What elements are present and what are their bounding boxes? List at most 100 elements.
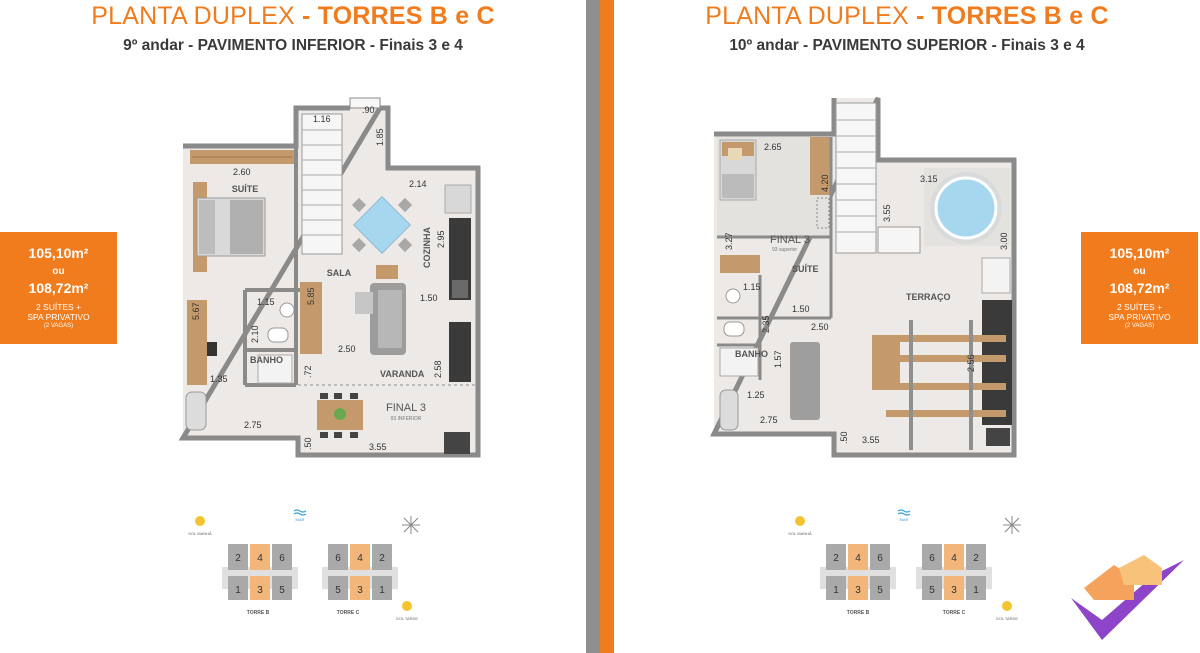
sea-icon-upper — [897, 509, 911, 516]
lower-floor-plan: SUÍTE SALA COZINHA BANHO VARANDA FINAL 3… — [178, 97, 481, 621]
tower-b-diagram: 2 4 6 1 3 5 TORRE B — [222, 544, 298, 616]
dimensions-upper: 2.65 4.20 3.15 3.55 3.27 3.00 1.15 1.50 … — [724, 142, 1009, 445]
lower-floor-panel: PLANTA DUPLEX - TORRES B e C 9º andar - … — [0, 0, 586, 653]
dimensions: .90 1.16 1.85 2.60 2.14 2.95 1.15 5.85 1… — [191, 105, 446, 452]
sea-label-upper: MAR — [900, 517, 909, 522]
sun-morning-label: SOL MANHÃ — [188, 531, 212, 536]
area-value-2-upper: 108,72m² — [1109, 280, 1170, 296]
unit-b2: 2 — [235, 553, 241, 564]
tower-c-label-upper: TORRE C — [943, 610, 966, 616]
unit-b2-upper: 2 — [833, 553, 839, 564]
dim-115: 1.15 — [257, 297, 275, 307]
unit-b3: 3 — [257, 585, 263, 596]
unit-c2-upper: 2 — [973, 553, 979, 564]
unit-b6-upper: 6 — [877, 553, 883, 564]
dining-table — [351, 196, 413, 254]
title-bold: - TORRES B e C — [294, 2, 495, 30]
side-table — [376, 265, 398, 279]
floor-area — [183, 108, 478, 455]
terrace-counter — [981, 257, 1012, 446]
dim-115-upper: 1.15 — [743, 282, 761, 292]
dim-275-upper: 2.75 — [760, 415, 778, 425]
tower-c-diagram-upper: 6 4 2 5 3 1 TORRE C — [916, 544, 992, 616]
area-or: ou — [52, 266, 65, 277]
tower-c-diagram: 6 4 2 5 3 1 TORRE C — [322, 544, 398, 616]
title-light: PLANTA DUPLEX — [91, 2, 295, 30]
key-plan-upper: SOL MANHÃ MAR SOL TARDE 2 4 6 1 3 — [788, 509, 1021, 621]
unit-c2: 2 — [379, 553, 385, 564]
unit-c3-upper: 3 — [951, 585, 957, 596]
divider-gray — [586, 0, 600, 653]
area-spa-upper: SPA PRIVATIVO — [1108, 312, 1171, 322]
room-cozinha: COZINHA — [422, 227, 432, 268]
tower-b-label-upper: TORRE B — [847, 610, 870, 616]
area-or-upper: ou — [1133, 266, 1146, 277]
dim-265: 2.65 — [764, 142, 782, 152]
area-suites: 2 SUÍTES + — [35, 302, 82, 312]
upper-floor-panel: PLANTA DUPLEX - TORRES B e C 10º andar -… — [614, 0, 1200, 653]
toilet-upper — [723, 321, 745, 337]
dim-125: 1.25 — [747, 390, 765, 400]
shower-upper — [719, 347, 759, 377]
unit-c4-upper: 4 — [951, 553, 957, 564]
unit-b1-upper: 1 — [833, 585, 839, 596]
dim-315: 3.15 — [920, 174, 938, 184]
dim-355a: 3.55 — [882, 204, 892, 222]
unit-b5: 5 — [279, 585, 285, 596]
unit-c1: 1 — [379, 585, 385, 596]
dim-157: 1.57 — [773, 350, 783, 368]
area-badge-upper: 105,10m² ou 108,72m² 2 SUÍTES + SPA PRIV… — [1081, 232, 1198, 344]
interior-walls — [243, 146, 300, 387]
unit-sublabel: 93 INFERIOR — [391, 416, 422, 422]
sun-morning-icon — [195, 516, 205, 526]
dim-250: 2.50 — [338, 344, 356, 354]
dim-260: 2.60 — [233, 167, 251, 177]
veranda-table — [317, 393, 363, 438]
dim-072: .72 — [303, 365, 313, 378]
bedroom-desk — [810, 137, 830, 195]
sun-afternoon-label-upper: SOL TARDE — [996, 616, 1018, 621]
sun-afternoon-label: SOL TARDE — [396, 616, 418, 621]
stairs — [301, 113, 343, 255]
dim-050: .50 — [303, 437, 313, 450]
bathroom-fixture — [185, 391, 207, 431]
title-bold-upper: - TORRES B e C — [908, 2, 1109, 30]
page-title: PLANTA DUPLEX - TORRES B e C — [0, 2, 586, 31]
unit-c1-upper: 1 — [973, 585, 979, 596]
dim-355-upper: 3.55 — [862, 435, 880, 445]
area-badge: 105,10m² ou 108,72m² 2 SUÍTES + SPA PRIV… — [0, 232, 117, 344]
dim-275: 2.75 — [244, 420, 262, 430]
bathtub-upper — [719, 389, 739, 431]
suite-desk — [187, 300, 207, 385]
area-spa: SPA PRIVATIVO — [27, 312, 90, 322]
unit-c6: 6 — [335, 553, 341, 564]
spa-tub — [924, 168, 1010, 246]
sun-afternoon-icon-upper — [1002, 601, 1012, 611]
unit-label: FINAL 3 — [386, 402, 426, 414]
room-suite: SUÍTE — [232, 184, 259, 194]
area-parking: (2 VAGAS) — [43, 323, 74, 329]
unit-b6: 6 — [279, 553, 285, 564]
dim-214: 2.14 — [409, 179, 427, 189]
outer-walls — [178, 105, 481, 458]
room-suite-upper: SUÍTE — [792, 264, 819, 274]
dim-150-upper: 1.50 — [792, 304, 810, 314]
lounge-chair — [790, 342, 820, 420]
dim-235: 2.35 — [761, 315, 771, 333]
dim-090: .90 — [362, 105, 375, 115]
tower-b-diagram-upper: 2 4 6 1 3 5 TORRE B — [820, 544, 896, 616]
tower-b-label: TORRE B — [247, 610, 270, 616]
compass-icon — [402, 516, 420, 534]
sink-upper — [725, 288, 741, 304]
unit-b4: 4 — [257, 553, 263, 564]
dim-185: 1.85 — [375, 128, 385, 146]
sun-afternoon-icon — [402, 601, 412, 611]
dim-256: 2.56 — [966, 354, 976, 372]
unit-c3: 3 — [357, 585, 363, 596]
title-light-upper: PLANTA DUPLEX — [705, 2, 909, 30]
compass-icon-upper — [1003, 516, 1021, 534]
page-title-upper: PLANTA DUPLEX - TORRES B e C — [614, 2, 1200, 31]
dim-210: 2.10 — [250, 325, 260, 343]
divider-orange — [600, 0, 614, 653]
page-subtitle: 9º andar - PAVIMENTO INFERIOR - Finais 3… — [123, 37, 463, 54]
